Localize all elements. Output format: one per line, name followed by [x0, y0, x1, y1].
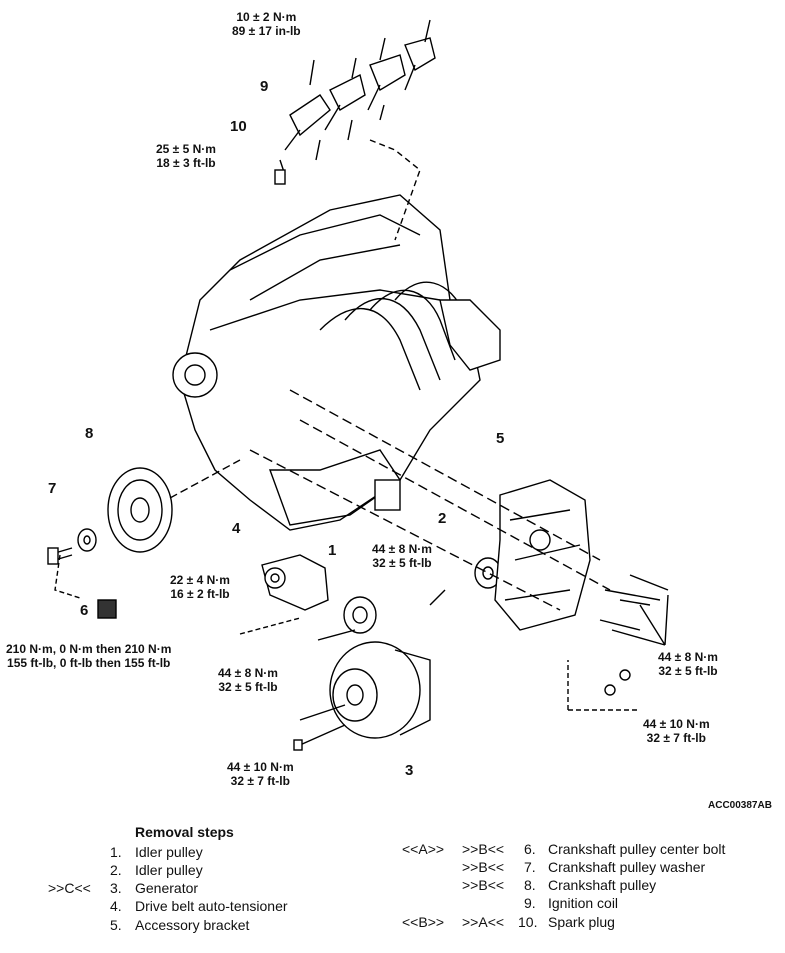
legend-right-label-10: Spark plug	[548, 914, 615, 930]
legend-right-b-7: >>B<<	[462, 859, 505, 875]
legend-right-a-10: <<B>>	[402, 914, 445, 930]
legend-title: Removal steps	[135, 824, 234, 840]
removal-steps-legend: Removal steps 1. Idler pulley 2. Idler p…	[0, 818, 785, 953]
callout-1: 1	[328, 542, 337, 559]
legend-left-marks-3: >>C<<	[48, 880, 91, 896]
generator-shape	[329, 641, 431, 739]
legend-right-b-6: >>B<<	[462, 841, 505, 857]
legend-left-row-4: 4.	[110, 898, 122, 914]
legend-right-n-9: 9.	[524, 895, 536, 911]
tensioner-shape	[261, 554, 329, 611]
legend-left-row-1: 1.	[110, 844, 122, 860]
crankshaft-pulley-shape	[107, 467, 173, 553]
legend-right-label-6: Crankshaft pulley center bolt	[548, 841, 726, 857]
legend-left-label-4: Drive belt auto-tensioner	[135, 898, 288, 914]
callout-2: 2	[438, 510, 447, 527]
legend-left-label-2: Idler pulley	[135, 862, 203, 878]
callout-6: 6	[80, 602, 89, 619]
legend-right-label-8: Crankshaft pulley	[548, 877, 657, 893]
legend-left-row-3: 3.	[110, 880, 122, 896]
engine-illustration	[47, 19, 669, 751]
idler-pulley-1-shape	[343, 596, 377, 634]
legend-left-row-5: 5.	[110, 917, 122, 933]
callout-10: 10	[230, 118, 247, 135]
engine-block	[179, 194, 481, 531]
callout-7: 7	[48, 480, 57, 497]
legend-left-label-5: Accessory bracket	[135, 917, 250, 933]
callout-5: 5	[496, 430, 505, 447]
legend-left-row-2: 2.	[110, 862, 122, 878]
legend-right-n-7: 7.	[524, 859, 536, 875]
callout-3: 3	[405, 762, 414, 779]
legend-right-n-6: 6.	[524, 841, 536, 857]
legend-right-label-9: Ignition coil	[548, 895, 619, 911]
legend-right-n-8: 8.	[524, 877, 536, 893]
legend-right-b-8: >>B<<	[462, 877, 505, 893]
intake-manifold	[319, 281, 466, 391]
legend-left-label-3: Generator	[135, 880, 199, 896]
figure-code: ACC00387AB	[708, 800, 772, 811]
accessory-bracket-shape	[494, 479, 591, 631]
legend-right-a-6: <<A>>	[402, 841, 445, 857]
ignition-coils	[284, 37, 436, 151]
legend-right-label-7: Crankshaft pulley washer	[548, 859, 706, 875]
legend-right-n-10: 10.	[518, 914, 538, 930]
callout-4: 4	[232, 520, 241, 537]
callout-8: 8	[85, 425, 94, 442]
legend-left-label-1: Idler pulley	[135, 844, 203, 860]
callout-9: 9	[260, 78, 269, 95]
legend-right-b-10: >>A<<	[462, 914, 505, 930]
